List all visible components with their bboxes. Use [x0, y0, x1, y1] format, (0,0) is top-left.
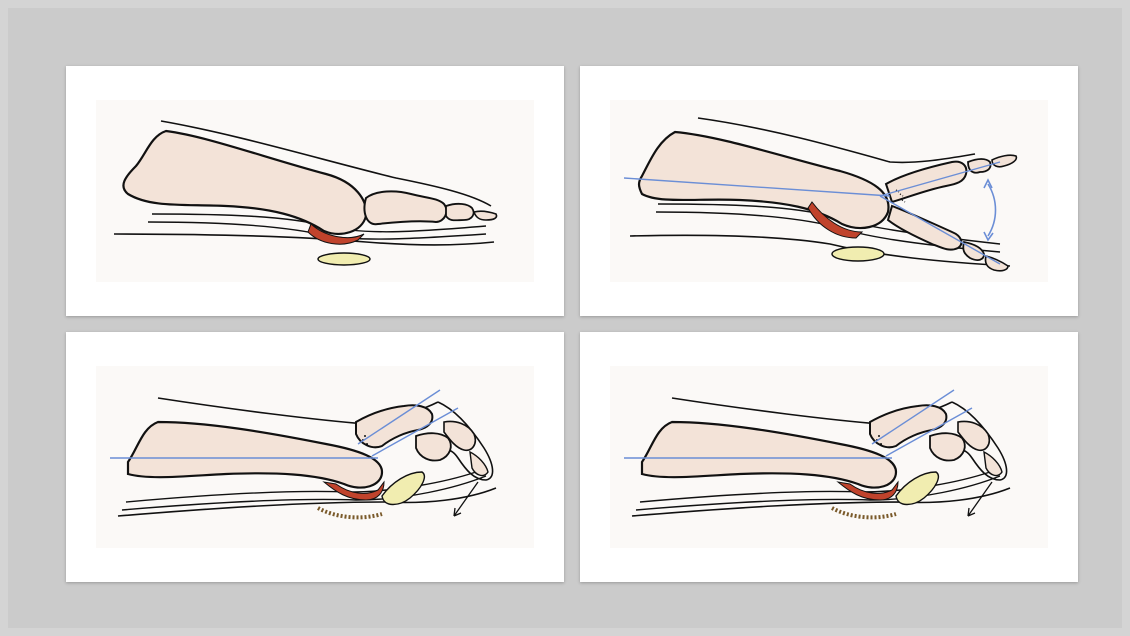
sesamoid-pad	[318, 253, 370, 265]
metatarsal-bone	[642, 422, 896, 488]
plantar-callus	[832, 508, 896, 517]
toe-illustration-range	[580, 66, 1078, 316]
sesamoid-pad	[896, 472, 938, 505]
panel-plantar-flexion-deformity	[66, 332, 564, 582]
toe-illustration-neutral	[66, 66, 564, 316]
figure-stage	[8, 8, 1122, 628]
metatarsal-bone	[639, 132, 889, 228]
proximal-phalanx	[365, 191, 447, 224]
middle-phalanx	[446, 204, 474, 221]
proximal-phalanx-extended	[886, 162, 966, 202]
distal-phalanx	[474, 211, 497, 220]
middle-phalanx-dislocated	[930, 433, 965, 460]
toe-illustration-deformity-repeat	[580, 332, 1078, 582]
panel-flexion-extension-range	[580, 66, 1078, 316]
plantar-skin-line	[114, 234, 494, 245]
plantar-callus	[318, 508, 382, 517]
curved-double-arrow-icon	[984, 180, 996, 240]
proximal-phalanx-flexed	[888, 206, 961, 250]
plantar-skin-line	[118, 488, 496, 516]
distal-tip	[470, 452, 488, 475]
tendon-line-2	[122, 476, 486, 510]
middle-phalanx-dislocated	[416, 433, 451, 460]
metatarsal-bone	[123, 131, 366, 234]
sesamoid-pad	[832, 247, 884, 261]
distal-tip	[984, 452, 1002, 475]
toe-illustration-deformity	[66, 332, 564, 582]
metatarsal-bone	[128, 422, 382, 488]
panel-plantar-flexion-deformity-repeat	[580, 332, 1078, 582]
sesamoid-pad	[382, 472, 424, 505]
distal-phalanx-extended	[992, 155, 1016, 167]
panel-neutral-toe	[66, 66, 564, 316]
plantar-skin-line	[632, 488, 1010, 516]
tendon-line-2	[636, 476, 1000, 510]
